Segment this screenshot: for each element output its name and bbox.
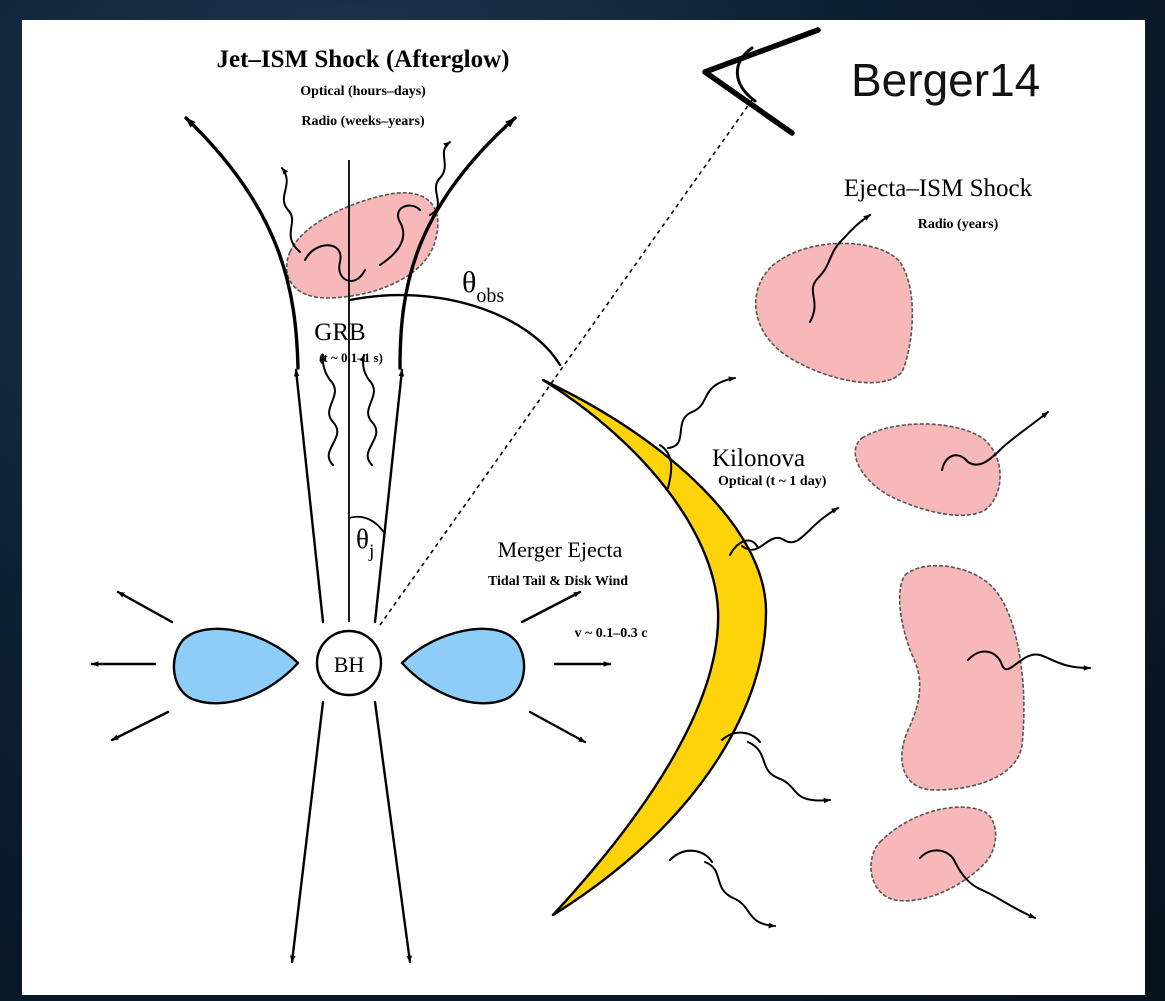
jet-ism-radio: Radio (weeks–years) [301,114,425,129]
ejecta-ism-title: Ejecta–ISM Shock [844,175,1033,202]
bh-label: BH [334,652,365,677]
grb-time: (t ~ 0.1–1 s) [319,350,383,365]
kilonova-optical: Optical (t ~ 1 day) [718,474,827,489]
merger-ejecta-label: Merger Ejecta [498,537,623,562]
theta-obs-symbol: θ [462,266,476,299]
jet-ism-title: Jet–ISM Shock (Afterglow) [216,46,509,73]
theta-j-symbol: θ [356,524,369,554]
theta-obs-subscript: obs [476,285,504,307]
theta-j-subscript: j [368,541,374,562]
grb-label: GRB [314,319,365,346]
ejecta-ism-radio: Radio (years) [918,217,999,232]
credit-label: Berger14 [851,54,1040,106]
kilonova-label: Kilonova [712,445,805,472]
jet-ism-optical: Optical (hours–days) [300,84,426,99]
velocity-label: v ~ 0.1–0.3 c [575,626,648,641]
merger-ejecta-sublabel: Tidal Tail & Disk Wind [488,574,628,589]
